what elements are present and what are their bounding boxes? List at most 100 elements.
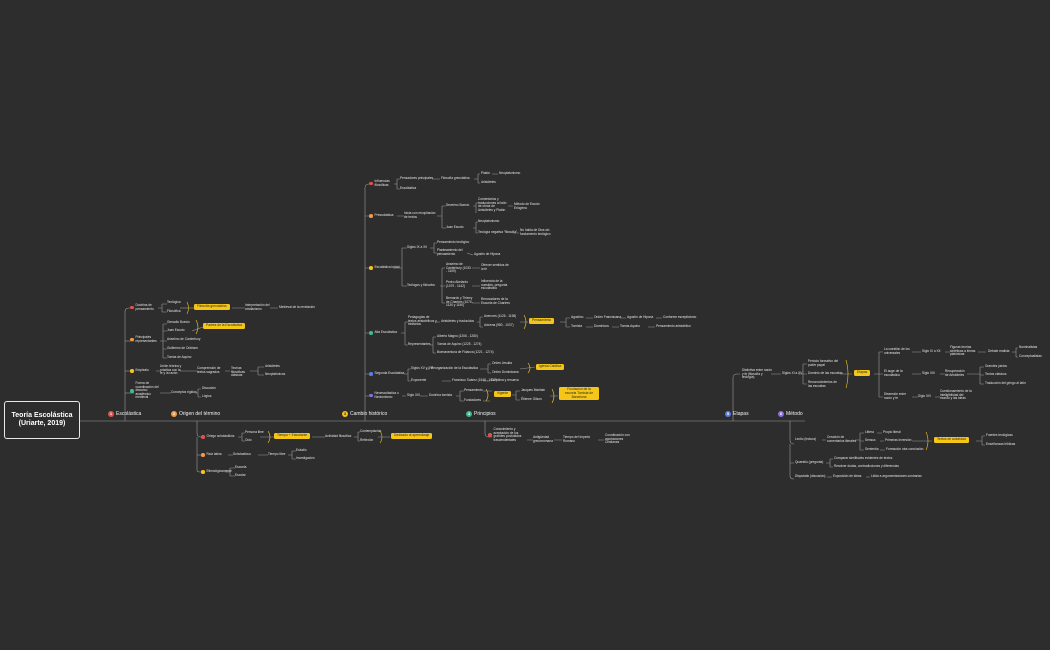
node[interactable]: Resolver dudas, contradicciones y difere…	[834, 464, 899, 468]
root-topic[interactable]: Teoría Escolástica (Uriarte, 2019)	[4, 401, 80, 439]
node[interactable]: Ocio	[245, 438, 252, 442]
node[interactable]: Teológica	[167, 300, 181, 304]
node[interactable]: Primeras inversión	[885, 438, 912, 442]
highlight-node[interactable]: Iglesia Católica	[536, 364, 565, 370]
node[interactable]: Filosofía grecolatina	[441, 176, 470, 180]
topic[interactable]: Conocimiento y aceptación de los grandes…	[488, 427, 528, 442]
node[interactable]: Fundadores	[464, 398, 482, 402]
node[interactable]: Renovadores de la Escuela de Chartres	[481, 297, 510, 305]
topic[interactable]: Influencias filosóficas	[369, 179, 395, 187]
node[interactable]: Distintiva entre razón y fe (filosofía y…	[742, 368, 772, 380]
node[interactable]: Dominicos	[594, 324, 609, 328]
node[interactable]: Avicena (980 - 1037)	[484, 323, 514, 327]
node[interactable]: Antigüedad grecorromana	[533, 435, 553, 443]
node[interactable]: Tiempo libre	[268, 452, 286, 456]
node[interactable]: Escolar	[235, 473, 246, 477]
node[interactable]: Escolástica	[400, 186, 417, 190]
node[interactable]: Tomás Aquino	[620, 324, 641, 328]
highlight-node[interactable]: Textos de autoridad	[934, 437, 969, 443]
node[interactable]: Conforme escepticismo	[663, 315, 697, 319]
node[interactable]: Anselmo de Canterbury (1033 - 1109)	[446, 262, 471, 274]
node[interactable]: Orden Dominicana	[492, 370, 519, 374]
node[interactable]: Aristóteles	[481, 180, 496, 184]
node[interactable]: Figuras teorías sintéticas a líneas plat…	[950, 345, 976, 357]
node[interactable]: Sententia	[865, 447, 879, 451]
node[interactable]: La cuestión de los universales	[884, 347, 910, 355]
topic[interactable]: Principales representantes	[130, 335, 160, 343]
topic[interactable]: Escolástica inicial	[369, 265, 399, 270]
node[interactable]: Anselmo de Canterbury	[167, 337, 201, 341]
node[interactable]: Cuestionamiento de la inteligibilidad de…	[940, 389, 972, 401]
node[interactable]: Inicia con recopilación de textos	[404, 211, 436, 219]
node[interactable]: Debate realista	[988, 349, 1010, 353]
highlight-node[interactable]: Fundación de la escuela Tomista de Barce…	[559, 387, 599, 401]
node[interactable]: Agustín de Hipona	[627, 315, 654, 319]
node[interactable]: Orden Jesuita	[492, 361, 512, 365]
node[interactable]: Platón	[481, 171, 491, 175]
highlight-node[interactable]: Filosofía grecolatina	[194, 304, 230, 310]
topic[interactable]: Emplealo	[130, 368, 149, 373]
node[interactable]: Dominio de las escuelas	[808, 371, 843, 375]
highlight-node[interactable]: Tiempo + Estudiante	[274, 433, 311, 439]
node[interactable]: Littera	[865, 430, 874, 434]
node[interactable]: Combina y renueva	[491, 378, 519, 382]
node[interactable]: Pedro Abelardo (1079 - 1142)	[446, 280, 468, 288]
node[interactable]: Lidiar a argumentaciones contrarias	[871, 474, 922, 478]
node[interactable]: Conceptualistas	[1019, 354, 1042, 358]
node[interactable]: Tiempo del Imperio Romano	[563, 435, 591, 443]
node[interactable]: Bernardo y Thierry de Chartres (1070-113…	[446, 296, 473, 308]
node[interactable]: Recuperación de Aristóteles	[945, 369, 965, 377]
node[interactable]: Pedagogías de textos aristotélicos y tri…	[408, 315, 437, 327]
node[interactable]: Averroes (1126 - 1198)	[484, 314, 517, 318]
node[interactable]: Comparar similitudes evidentes de textos	[834, 456, 893, 460]
node[interactable]: Lectio (lectura)	[795, 437, 817, 441]
node[interactable]: Juan Escoto	[446, 225, 464, 229]
node[interactable]: Exposición de ideas	[833, 474, 862, 478]
node[interactable]: Periodo formativo del poder papal	[808, 359, 839, 367]
node[interactable]: Juan Escoto	[167, 328, 185, 332]
node[interactable]: Neoplatonismo	[499, 171, 521, 175]
node[interactable]: Buenaventura de Fidanza (1221 - 1274)	[437, 350, 494, 354]
node[interactable]: Siglos XI a XV	[782, 371, 803, 375]
node[interactable]: Pensamiento aristotélico	[656, 324, 691, 328]
node[interactable]: Nominalistas	[1019, 345, 1038, 349]
node[interactable]: Pensadores principales	[400, 176, 434, 180]
node[interactable]: Aristóteles y traducidos	[441, 319, 474, 323]
node[interactable]: Siglo XIII	[922, 371, 935, 375]
node[interactable]: Pensamiento teológico	[437, 240, 470, 244]
node[interactable]: Pensamiento	[464, 388, 483, 392]
node[interactable]: Lógica	[202, 394, 212, 398]
node[interactable]: Discusión	[202, 386, 216, 390]
node[interactable]: Tomista	[571, 324, 582, 328]
node[interactable]: Neoplatónicos	[265, 372, 286, 376]
node[interactable]: Siglo XIX	[407, 393, 421, 397]
node[interactable]: Guillermo de Ockham	[167, 346, 198, 350]
node[interactable]: Filosófica	[167, 309, 181, 313]
node[interactable]: Doctrina tomista	[429, 393, 453, 397]
node[interactable]: Severino Boecio	[446, 203, 470, 207]
node[interactable]: Grandes juicios	[985, 364, 1007, 368]
node[interactable]: Ofrecer sentidos de la fe	[481, 263, 509, 271]
topic[interactable]: Raíz latina	[201, 452, 222, 457]
highlight-node[interactable]: Dedicado al aprendizaje	[391, 433, 433, 439]
node[interactable]: Siglos IX a XII	[407, 245, 428, 249]
node[interactable]: Disputatio (discusión)	[795, 474, 826, 478]
node[interactable]: Textos clásicos	[985, 372, 1007, 376]
node[interactable]: Neoplatonismo	[478, 219, 500, 223]
node[interactable]: Siglos XV y XVI	[411, 366, 434, 370]
node[interactable]: Orden Franciscana	[594, 315, 622, 319]
node[interactable]: Persona libre	[245, 430, 264, 434]
node[interactable]: Estudio	[296, 448, 307, 452]
node[interactable]: Coordinación con aportaciones Cristianas	[605, 433, 630, 445]
node[interactable]: Reconocimientos de las escuelas	[808, 380, 837, 388]
node[interactable]: Siglo XIV	[918, 394, 932, 398]
node[interactable]: No habla de Dios sin fundamento teológic…	[520, 228, 551, 236]
node[interactable]: Agustino	[571, 315, 584, 319]
node[interactable]: Aristóteles	[265, 364, 280, 368]
topic[interactable]: Prescolástica	[369, 213, 393, 218]
